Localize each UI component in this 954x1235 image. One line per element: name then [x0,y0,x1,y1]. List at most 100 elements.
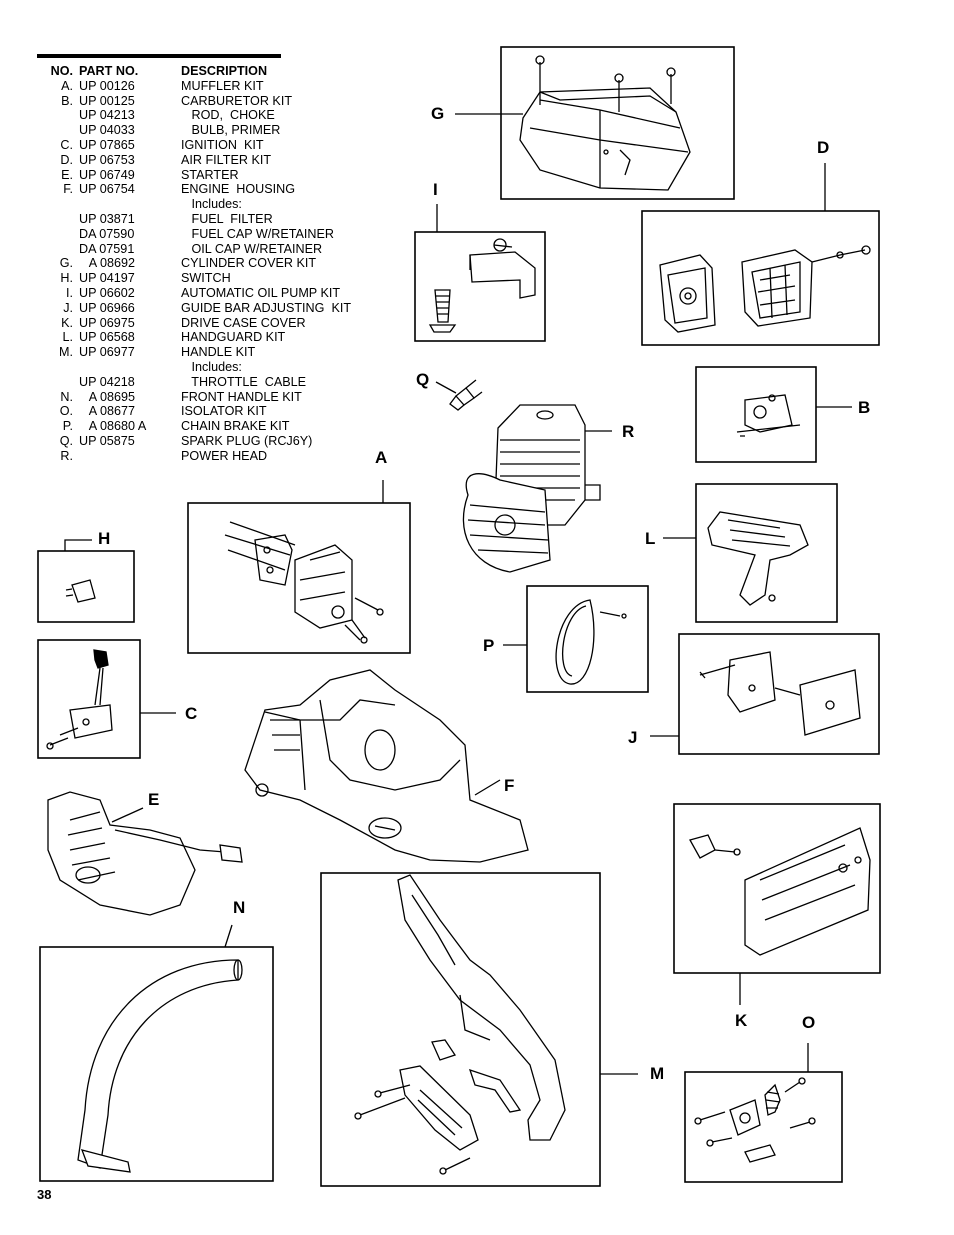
muffler-illustration [187,480,411,654]
row-description: FRONT HANDLE KIT [181,389,302,404]
callout-label-c: C [185,704,198,723]
drive-case-cover-illustration [673,803,881,1005]
parts-table-row: DA 07590 FUEL CAP W/RETAINER [37,227,351,242]
row-description: SWITCH [181,271,231,286]
header-no: NO. [50,64,73,78]
carburetor-illustration [695,366,852,463]
row-part-no: UP 04218 [79,374,135,389]
parts-table-row: P. A 08680 A CHAIN BRAKE KIT [37,419,351,434]
parts-table-row: Includes: [37,360,351,375]
row-no: D. [60,152,73,167]
chain-brake-band-illustration [503,585,649,693]
row-no: E. [61,167,73,182]
row-no: G. [59,256,73,271]
row-no: R. [60,448,73,463]
header-description: DESCRIPTION [181,64,268,78]
page-number: 38 [37,1187,52,1202]
callout-label-h: H [98,529,111,548]
power-head-illustration [462,404,612,573]
parts-table-row: UP 04213 ROD, CHOKE [37,108,351,123]
callout-label-k: K [735,1011,748,1030]
row-no: P. [62,419,73,434]
row-part-no: UP 06749 [79,167,135,182]
row-part-no: UP 00125 [79,93,135,108]
row-part-no: DA 07590 [79,226,135,241]
row-description: POWER HEAD [181,448,268,463]
row-part-no: DA 07591 [79,241,135,256]
row-description: GUIDE BAR ADJUSTING KIT [181,300,352,315]
row-no: Q. [59,433,73,448]
row-no: M. [59,345,73,360]
oil-pump-illustration [414,204,546,342]
row-description: STARTER [181,167,239,182]
row-description: Includes: [181,359,242,374]
row-description: AIR FILTER KIT [181,152,272,167]
row-no: H. [60,271,73,286]
parts-table-row: UP 03871 FUEL FILTER [37,212,351,227]
row-part-no: A 08695 [79,389,136,404]
callout-label-l: L [645,529,656,548]
callout-label-n: N [233,898,246,917]
header-rule [37,54,281,58]
row-part-no: UP 06977 [79,345,135,360]
rear-handle-illustration [320,872,638,1187]
parts-table-header: NO. PART NO. DESCRIPTION [37,64,351,79]
row-description: CHAIN BRAKE KIT [181,419,290,434]
row-no: C. [60,137,73,152]
row-description: FUEL FILTER [181,211,273,226]
parts-table-row: UP 04033 BULB, PRIMER [37,123,351,138]
row-part-no: UP 03871 [79,211,135,226]
spark-plug-illustration [435,379,483,411]
callout-label-f: F [504,776,515,795]
parts-table-row: H. UP 04197 SWITCH [37,271,351,286]
parts-table-row: UP 04218 THROTTLE CABLE [37,375,351,390]
row-description: SPARK PLUG (RCJ6Y) [181,433,313,448]
callout-label-g: G [431,104,445,123]
row-part-no: UP 06966 [79,300,135,315]
row-description: Includes: [181,197,242,212]
row-description: THROTTLE CABLE [181,374,307,389]
row-part-no: UP 05875 [79,433,135,448]
callout-label-r: R [622,422,635,441]
row-no: L. [62,330,73,345]
air-filter-illustration [641,163,880,346]
callout-label-a: A [375,448,388,467]
parts-table-row: D. UP 06753 AIR FILTER KIT [37,153,351,168]
callout-label-m: M [650,1064,665,1083]
parts-table-row: M. UP 06977 HANDLE KIT [37,345,351,360]
parts-table-row: R. POWER HEAD [37,449,351,464]
row-part-no: UP 06602 [79,285,135,300]
row-part-no: UP 06754 [79,182,135,197]
callout-label-d: D [817,138,830,157]
parts-table-row: F. UP 06754 ENGINE HOUSING [37,182,351,197]
header-part-no: PART NO. [79,64,139,78]
parts-table-row: DA 07591 OIL CAP W/RETAINER [37,242,351,257]
callout-label-q: Q [416,370,430,389]
callout-label-e: E [148,790,160,809]
row-description: BULB, PRIMER [181,123,281,138]
row-description: HANDGUARD KIT [181,330,286,345]
row-part-no: UP 06753 [79,152,135,167]
parts-table-row: Includes: [37,197,351,212]
row-part-no: A 08680 A [79,419,147,434]
isolator-kit-illustration [684,1043,843,1183]
row-part-no: UP 00126 [79,78,135,93]
row-description: ENGINE HOUSING [181,182,296,197]
switch-illustration [37,539,135,623]
callout-label-o: O [802,1013,816,1032]
row-description: AUTOMATIC OIL PUMP KIT [181,285,341,300]
row-description: FUEL CAP W/RETAINER [181,226,335,241]
row-no: F. [63,182,73,197]
row-part-no: UP 04197 [79,271,135,286]
row-no: N. [60,389,73,404]
row-description: HANDLE KIT [181,345,256,360]
